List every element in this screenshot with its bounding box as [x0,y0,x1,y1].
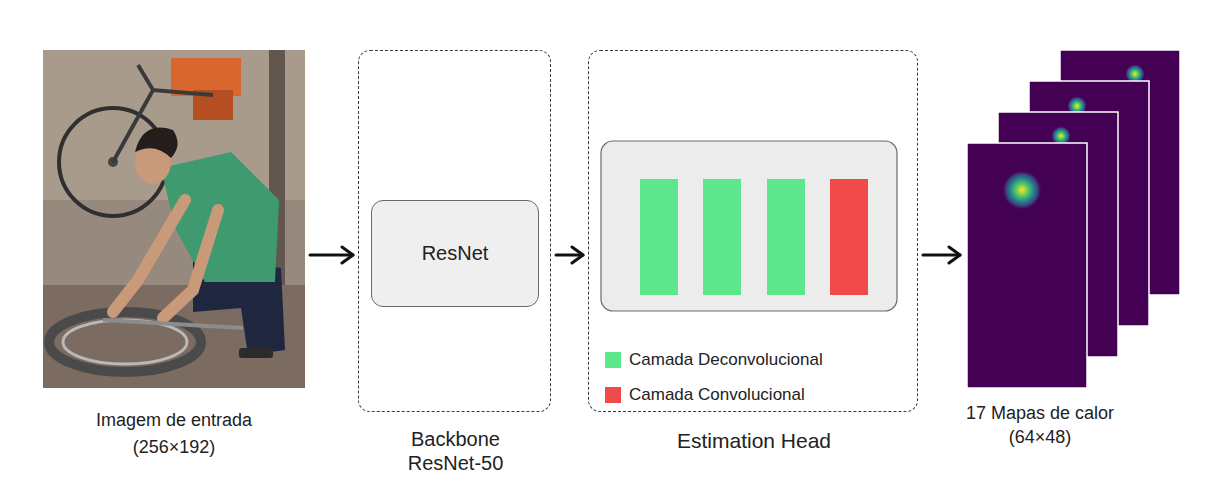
node-caption: Estimation Head [629,428,879,454]
deconv-layer [767,179,805,295]
illustration [965,50,1185,388]
sandal [239,348,273,358]
heatmap-stack: 17 Mapas de calor (64×48) [965,50,1185,388]
arm [113,200,185,312]
arrow-connector [310,247,353,263]
head-panel [601,141,897,311]
legend-entry: Camada Deconvolucional [605,350,823,370]
node-caption: Backbone ResNet-50 [381,427,531,475]
legend-label: Camada Convolucional [629,385,805,405]
node-caption: 17 Mapas de calor (64×48) [950,401,1130,449]
photo-background [43,50,305,388]
head-group: Estimation HeadCamada DeconvolucionalCam… [588,50,918,412]
bicycle-frame [113,65,213,162]
input-image: Imagem de entrada (256×192) [43,50,305,388]
caption-block: 17 Mapas de calor (64×48) [950,401,1130,449]
caption-block: Backbone ResNet-50 [381,427,531,475]
hair [135,128,178,158]
illustration [43,50,305,388]
tire-rim [63,320,187,364]
arrowhead [342,247,353,263]
process-box: ResNet [371,200,539,307]
arrowhead [949,247,960,263]
node-label: ResNet [422,242,489,265]
arm [163,210,218,318]
arrow-connector [556,247,583,263]
legend-label: Camada Deconvolucional [629,350,823,370]
legend-swatch [605,387,621,403]
connector-line [310,254,353,257]
caption-block: Estimation Head [629,428,879,454]
deconv-layer [640,179,678,295]
legend-swatch [605,352,621,368]
arrow-connector [923,247,960,263]
node-caption: Imagem de entrada (256×192) [74,407,274,461]
caption-block: Imagem de entrada (256×192) [74,407,274,461]
legend-entry: Camada Convolucional [605,385,805,405]
heatmap-peak [1002,170,1042,210]
backbone-group: ResNetBackbone ResNet-50 [358,50,551,412]
conv-layer [830,179,868,295]
arrowhead [572,247,583,263]
deconv-layer [703,179,741,295]
heatmap [967,143,1087,388]
tool [103,320,243,328]
connector-line [556,254,583,257]
connector-line [923,254,960,257]
